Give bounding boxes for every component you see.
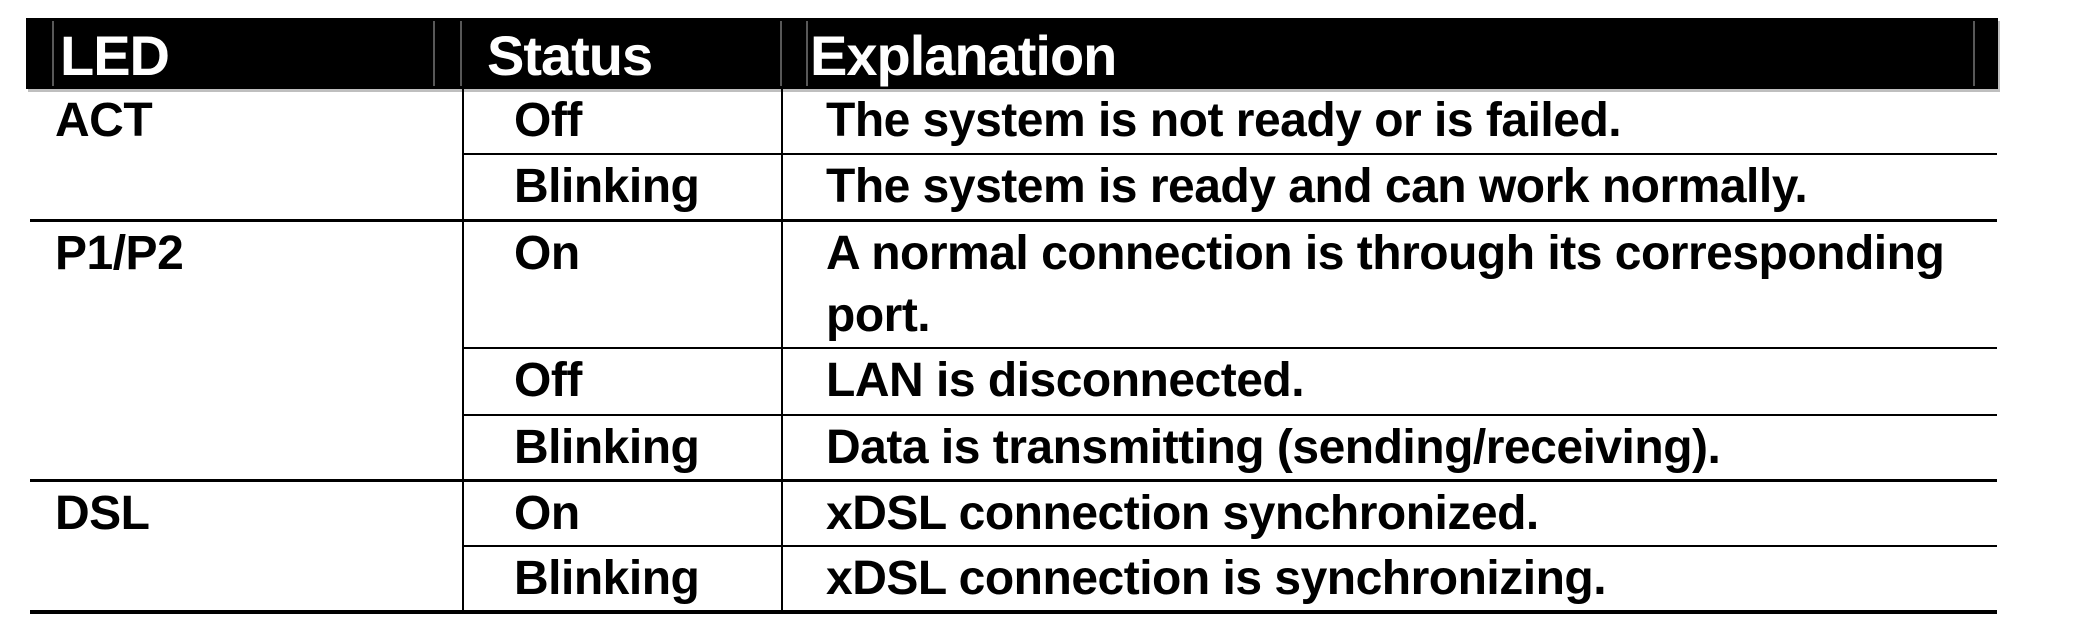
explanation-cell: The system is not ready or is failed. [782, 89, 1997, 155]
led-cell: ACT [30, 89, 464, 222]
explanation-cell: xDSL connection is synchronizing. [782, 545, 1997, 614]
table-header-bar: LED Status Explanation [26, 18, 1998, 89]
header-cell-seam [433, 21, 435, 86]
table-row: Blinking The system is ready and can wor… [30, 154, 1997, 222]
column-header-explanation: Explanation [810, 24, 1117, 87]
status-cell: On [463, 220, 783, 349]
status-cell: On [463, 480, 783, 547]
table-row: ACT Off The system is not ready or is fa… [30, 89, 1997, 222]
table-row: Off LAN is disconnected. [30, 347, 1997, 416]
header-cell-seam [780, 21, 782, 86]
led-cell: P1/P2 [30, 220, 464, 482]
explanation-cell: A normal connection is through its corre… [782, 220, 1997, 349]
column-header-status: Status [487, 24, 653, 87]
table-row: DSL On xDSL connection synchronized. [30, 480, 1997, 614]
explanation-cell: LAN is disconnected. [782, 347, 1997, 416]
header-cell-seam [806, 21, 808, 86]
table-row: Blinking xDSL connection is synchronizin… [30, 545, 1997, 614]
status-cell: Blinking [463, 545, 783, 614]
status-cell: Off [463, 89, 783, 155]
status-cell: Blinking [463, 414, 783, 482]
explanation-cell: The system is ready and can work normall… [782, 154, 1997, 222]
table-row: P1/P2 On A normal connection is through … [30, 220, 1997, 482]
led-status-table: ACT Off The system is not ready or is fa… [30, 89, 1997, 614]
led-cell: DSL [30, 480, 464, 614]
header-cell-seam [1973, 21, 1975, 86]
column-header-led: LED [60, 24, 170, 87]
header-cell-seam [460, 21, 462, 86]
table-row: Blinking Data is transmitting (sending/r… [30, 414, 1997, 482]
header-cell-seam [52, 21, 54, 86]
status-cell: Off [463, 347, 783, 416]
explanation-cell: Data is transmitting (sending/receiving)… [782, 414, 1997, 482]
status-cell: Blinking [463, 154, 783, 222]
explanation-cell: xDSL connection synchronized. [782, 480, 1997, 547]
